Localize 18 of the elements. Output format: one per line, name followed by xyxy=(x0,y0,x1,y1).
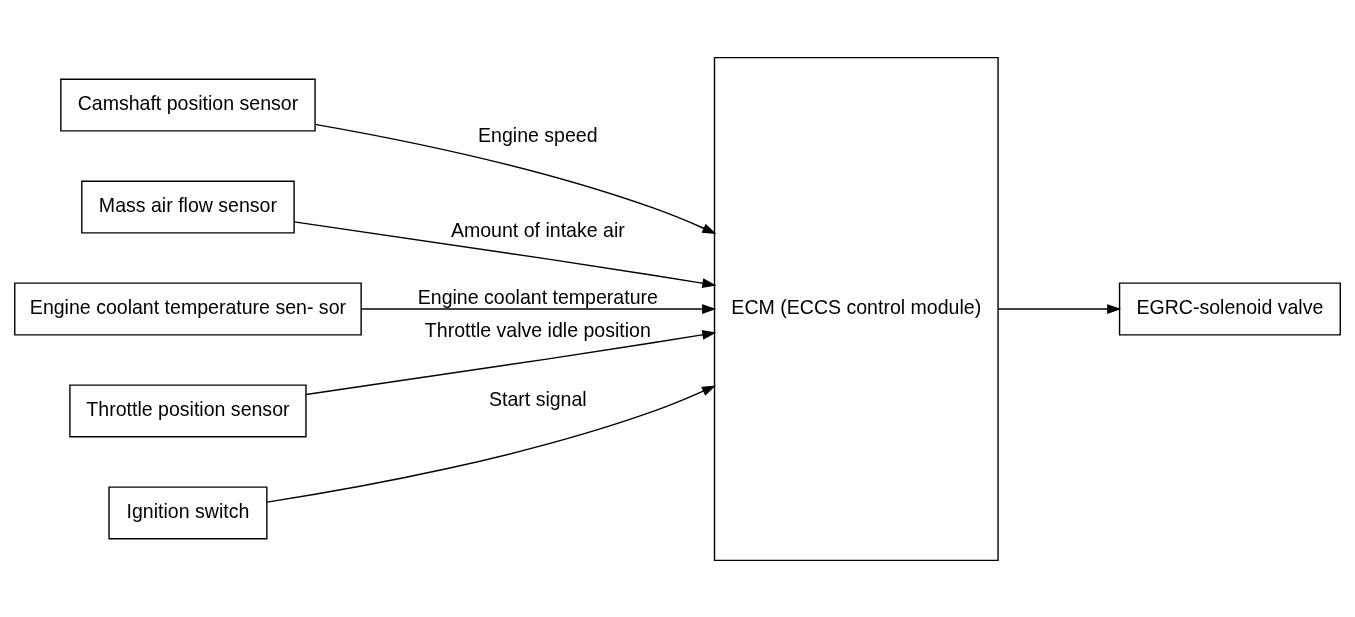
arrow xyxy=(997,303,1122,314)
node-box: ECM (ECCS control module) xyxy=(713,56,999,561)
arrow xyxy=(266,384,716,503)
node-box: Mass air flow sensor xyxy=(81,180,295,234)
edge-label: Amount of intake air xyxy=(450,218,625,241)
arrow xyxy=(314,123,717,234)
node-box: EGRC-solenoid valve xyxy=(1118,281,1341,336)
node-box: Engine coolant temperature sen- sor xyxy=(14,281,362,336)
arrow xyxy=(305,329,717,395)
arrow xyxy=(293,220,717,288)
node-box: Camshaft position sensor xyxy=(60,78,316,132)
arrow xyxy=(360,303,717,314)
node-box: Throttle position sensor xyxy=(69,383,307,437)
edge-label: Start signal xyxy=(488,387,587,410)
edge-label: Throttle valve idle position xyxy=(424,318,651,341)
edge-label: Engine coolant temperature xyxy=(417,285,658,308)
node-box: Ignition switch xyxy=(108,485,268,539)
edge-label: Engine speed xyxy=(478,123,598,146)
